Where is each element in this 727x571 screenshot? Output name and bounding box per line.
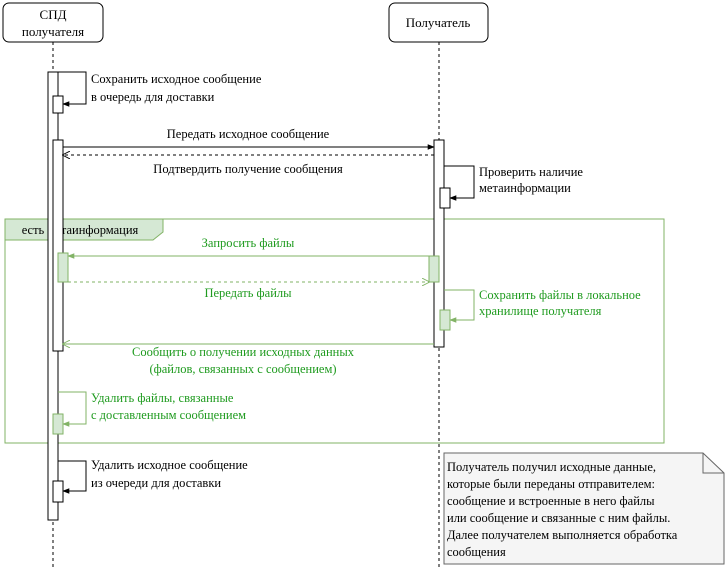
sender-activation-delete-files [52, 413, 64, 435]
participant-sender-line1: СПД [40, 7, 67, 22]
note-line-5: Далее получателем выполняется обработка [447, 528, 678, 542]
delete-files-label-line2: с доставленным сообщением [91, 408, 246, 422]
store-label-line1: Сохранить файлы в локальное [479, 288, 641, 302]
sender-activation-delete [52, 480, 64, 503]
send-files-label: Передать файлы [204, 286, 292, 300]
receiver-activation-main [433, 139, 445, 348]
request-files-label: Запросить файлы [202, 236, 295, 250]
message-notify: Сообщить о получении исходных данных (фа… [63, 344, 434, 376]
sender-activation-send [52, 139, 64, 352]
check-label-line2: метаинформации [479, 181, 571, 195]
participant-receiver-label: Получатель [406, 15, 471, 30]
notify-label-line2: (файлов, связанных с сообщением) [149, 362, 336, 376]
alt-fragment-guard: есть метаинформация [22, 223, 139, 237]
message-send-original: Передать исходное сообщение [63, 127, 435, 150]
delete-label-line2: из очереди для доставки [91, 476, 221, 490]
participant-sender[interactable]: СПД получателя [2, 2, 104, 43]
note-line-3: сообщение и встроенные в него файлы [447, 494, 655, 508]
send-original-label: Передать исходное сообщение [167, 127, 330, 141]
receiver-activation-send-files [428, 255, 440, 283]
store-label-line2: хранилище получателя [479, 304, 602, 318]
participant-receiver[interactable]: Получатель [388, 2, 489, 43]
participant-sender-line2: получателя [22, 24, 84, 39]
note-line-6: сообщения [447, 545, 506, 559]
receiver-activation-check [439, 187, 451, 209]
message-confirm-receipt: Подтвердить получение сообщения [63, 155, 434, 176]
self-message-save: Сохранить исходное сообщение в очередь д… [58, 71, 262, 107]
self-message-store: Сохранить файлы в локальное хранилище по… [444, 288, 641, 323]
confirm-receipt-label: Подтвердить получение сообщения [153, 162, 343, 176]
save-label-line2: в очередь для доставки [91, 90, 215, 104]
self-message-check: Проверить наличие метаинформации [444, 165, 583, 201]
delete-label-line1: Удалить исходное сообщение [91, 458, 248, 472]
delete-files-label-line1: Удалить файлы, связанные [91, 391, 234, 405]
notify-label-line1: Сообщить о получении исходных данных [132, 345, 355, 359]
save-label-line1: Сохранить исходное сообщение [91, 72, 262, 86]
message-request-files: Запросить файлы [67, 236, 429, 259]
note-line-2: которые были переданы отправителем: [447, 477, 655, 491]
self-message-delete-files: Удалить файлы, связанные с доставленным … [58, 391, 246, 427]
check-label-line1: Проверить наличие [479, 165, 583, 179]
sender-activation-request [57, 252, 69, 283]
note-line-4: или сообщение и связанные с ним файлы. [447, 511, 670, 525]
self-message-delete: Удалить исходное сообщение из очереди дл… [58, 458, 248, 494]
note: Получатель получил исходные данные, кото… [443, 452, 725, 565]
note-line-1: Получатель получил исходные данные, [447, 460, 656, 474]
receiver-activation-store [439, 309, 451, 331]
sender-activation-save [52, 95, 64, 114]
message-send-files: Передать файлы [68, 282, 429, 300]
